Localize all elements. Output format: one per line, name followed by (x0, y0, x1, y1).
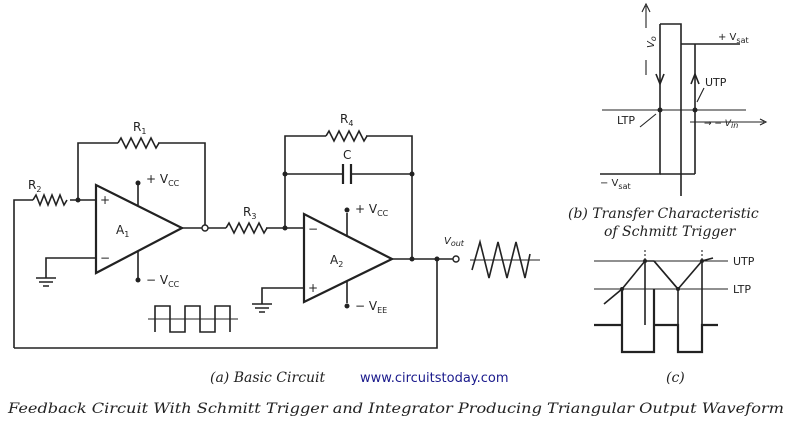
vo-axis-label: Vo (646, 36, 658, 48)
hysteresis-top-left (660, 23, 682, 44)
triangle-wave-symbol (471, 238, 531, 279)
resistor-r2 (32, 192, 68, 208)
opamp-a1-plus: + (100, 193, 110, 207)
utp-pointer (696, 87, 705, 103)
resistor-r1 (117, 136, 160, 150)
opamp-a1 (94, 183, 185, 275)
utp-point (692, 107, 698, 113)
ltp-c-label: LTP (733, 283, 751, 296)
square-wave-c (594, 289, 718, 354)
capacitor-c (341, 164, 353, 184)
r2-input-wire (13, 199, 96, 348)
r3-label: R3 (243, 205, 256, 221)
ltp-pointer (639, 113, 657, 128)
caption-a: (a) Basic Circuit (210, 370, 326, 386)
waveforms-c: UTP LTP (c) (594, 250, 755, 386)
utp-label: UTP (705, 76, 727, 89)
capacitor-label: C (343, 148, 351, 162)
triangle-wave-c (603, 257, 714, 305)
square-wave-c-edges (644, 261, 703, 352)
ground-symbol-1 (36, 277, 56, 287)
a1-supply-pos-label: + VCC (146, 172, 180, 188)
a1-supply-neg-dot (135, 277, 141, 283)
a1-ground-wire (45, 257, 96, 278)
a1-output-node (201, 224, 209, 232)
a2-ground-wire (261, 287, 304, 304)
valley-point-1 (620, 287, 624, 291)
vout-terminal (452, 255, 460, 263)
a1-supply-pos-dot (135, 180, 141, 186)
peak-point-2 (700, 259, 704, 263)
opamp-a2-plus: + (308, 281, 318, 295)
junction-r1-r2 (75, 197, 81, 203)
valley-point-2 (676, 287, 680, 291)
opamp-a1-label: A1 (116, 223, 129, 239)
ground-symbol-2 (252, 303, 272, 313)
vin-axis-arrow (759, 118, 768, 126)
vo-axis-arrow (641, 2, 651, 13)
website-label: www.circuitstoday.com (360, 371, 509, 386)
caption-b-line2: of Schmitt Trigger (604, 224, 737, 240)
square-wave-symbol (154, 305, 231, 333)
a2-supply-neg-dot (344, 303, 350, 309)
junction-cap-right (409, 171, 415, 177)
r1-feedback-wire (77, 142, 206, 228)
main-feedback-loop (14, 259, 438, 349)
vsat-neg-label: − Vsat (600, 178, 631, 191)
triangle-wave-c-rising (653, 260, 679, 290)
resistor-r3 (225, 221, 268, 235)
opamp-a2 (302, 212, 395, 304)
junction-cap-left (282, 171, 288, 177)
a2-supply-pos-label: + VCC (355, 202, 389, 218)
arrow-down (655, 73, 665, 87)
transfer-characteristic: Vo → − Vin UTP LTP + Vsat − Vsat (b) Tra… (568, 2, 768, 240)
junction-a2-output (409, 256, 415, 262)
a2-supply-neg-label: − VEE (355, 299, 387, 315)
peak-point-1 (643, 259, 647, 263)
caption-b-line1: (b) Transfer Characteristic (568, 206, 759, 222)
a1-supply-neg-label: − VCC (146, 273, 180, 289)
r1-label: R1 (133, 120, 146, 136)
resistor-r4 (325, 129, 368, 143)
r2-label: R2 (28, 178, 41, 194)
ltp-point (657, 107, 663, 113)
main-caption: Feedback Circuit With Schmitt Trigger an… (7, 401, 784, 417)
opamp-a2-label: A2 (330, 253, 343, 269)
r4-label: R4 (340, 112, 353, 128)
vout-label: Vout (444, 236, 465, 248)
r4-feedback-wire (284, 135, 413, 259)
caption-c: (c) (666, 370, 685, 386)
opamp-a2-minus: − (308, 222, 318, 236)
arrow-up (690, 71, 700, 85)
vin-axis-label: → − Vin (704, 119, 738, 130)
basic-circuit: R1 R2 + − A1 + VCC − VCC R3 (13, 112, 540, 349)
hysteresis-loop (600, 24, 740, 196)
vsat-pos-label: + Vsat (718, 32, 749, 45)
ltp-label: LTP (617, 114, 635, 127)
opamp-a1-minus: − (100, 251, 110, 265)
a2-supply-pos-dot (344, 207, 350, 213)
utp-c-label: UTP (733, 255, 755, 268)
